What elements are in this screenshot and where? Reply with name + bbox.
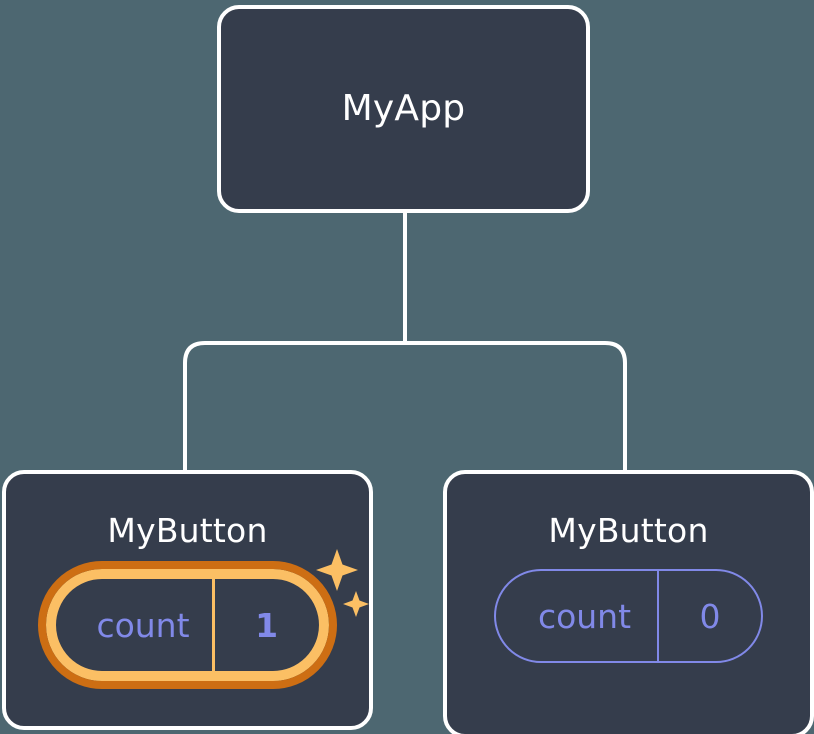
component-node-mybutton-right[interactable]: MyButton count 0 — [443, 470, 814, 734]
state-key: count — [96, 605, 190, 645]
component-title: MyApp — [341, 88, 466, 129]
sparkle-small-icon — [342, 591, 369, 617]
component-title: MyButton — [107, 511, 268, 550]
state-value-cell: 1 — [211, 579, 319, 671]
state-pill-highlighted[interactable]: count 1 — [38, 561, 337, 689]
state-value: 1 — [255, 605, 279, 645]
component-title: MyButton — [548, 511, 709, 550]
sparkles-group — [315, 549, 369, 617]
state-pill[interactable]: count 0 — [493, 569, 764, 663]
state-pill-container: count 0 — [493, 569, 764, 663]
state-value: 0 — [699, 596, 721, 636]
state-value-cell: 0 — [657, 571, 761, 661]
connector-bracket — [183, 341, 627, 470]
state-pill-container: count 1 — [38, 549, 369, 689]
state-key: count — [537, 596, 632, 636]
component-node-mybutton-left[interactable]: MyButton count 1 — [2, 470, 373, 730]
sparkle-large-icon — [315, 549, 358, 591]
component-node-myapp[interactable]: MyApp — [217, 5, 590, 213]
